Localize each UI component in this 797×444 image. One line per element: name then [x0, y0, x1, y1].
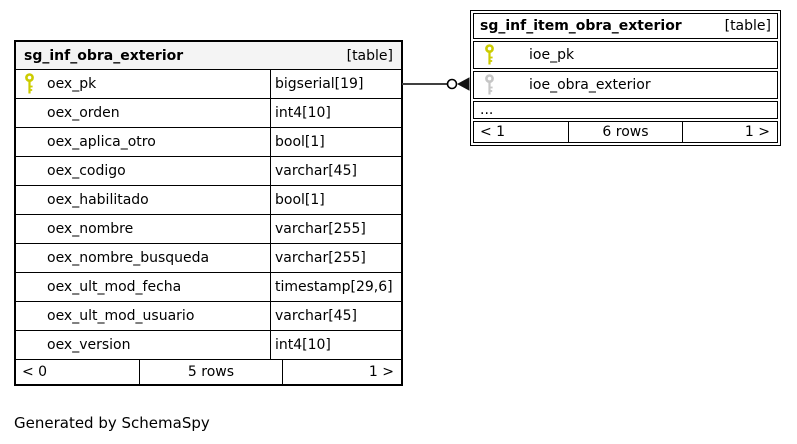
- icon-spacer: [25, 218, 34, 240]
- column-name: oex_codigo: [47, 163, 126, 179]
- table-header[interactable]: sg_inf_item_obra_exterior [table]: [473, 13, 778, 39]
- table-row: ioe_pk: [473, 41, 778, 69]
- footer-parents-count: < 1: [480, 124, 506, 140]
- column-name-cell: oex_habilitado: [16, 186, 271, 214]
- icon-spacer: [25, 189, 34, 211]
- column-name-cell: oex_orden: [16, 99, 271, 127]
- column-name: oex_nombre: [47, 221, 134, 237]
- column-type: varchar[45]: [275, 308, 357, 324]
- footer-rows-count: 5 rows: [139, 360, 283, 384]
- column-type: varchar[45]: [275, 163, 357, 179]
- primary-key-icon: [25, 73, 34, 94]
- column-name: ioe_pk: [529, 47, 575, 63]
- footer-parents-count: < 0: [22, 364, 48, 380]
- column-name: oex_aplica_otro: [47, 134, 156, 150]
- table-node-sg-inf-obra-exterior[interactable]: sg_inf_obra_exterior [table] oex_pk bigs…: [14, 40, 403, 386]
- column-name: oex_version: [47, 337, 131, 353]
- table-type-badge: [table]: [346, 47, 393, 64]
- column-name: oex_ult_mod_usuario: [47, 308, 195, 324]
- table-row: oex_orden int4[10]: [16, 99, 401, 128]
- icon-spacer: [25, 247, 34, 269]
- table-row: oex_nombre_busqueda varchar[255]: [16, 244, 401, 273]
- column-name: oex_ult_mod_fecha: [47, 279, 182, 295]
- table-footer: < 0 5 rows 1 >: [16, 360, 401, 384]
- column-type: bool[1]: [275, 134, 325, 150]
- table-footer: < 1 6 rows 1 >: [473, 121, 778, 143]
- table-row: oex_aplica_otro bool[1]: [16, 128, 401, 157]
- table-type-badge: [table]: [724, 18, 771, 34]
- column-name: oex_nombre_busqueda: [47, 250, 210, 266]
- column-type: timestamp[29,6]: [275, 279, 393, 295]
- icon-spacer: [25, 305, 34, 327]
- table-row: oex_ult_mod_usuario varchar[45]: [16, 302, 401, 331]
- table-row: oex_version int4[10]: [16, 331, 401, 360]
- column-name-cell: oex_ult_mod_usuario: [16, 302, 271, 330]
- table-node-sg-inf-item-obra-exterior[interactable]: sg_inf_item_obra_exterior [table] ioe_pk…: [470, 10, 781, 146]
- table-row: oex_nombre varchar[255]: [16, 215, 401, 244]
- foreign-key-icon: [485, 74, 494, 95]
- primary-key-icon: [485, 44, 494, 65]
- hidden-columns-ellipsis: ...: [473, 101, 778, 119]
- column-name: oex_habilitado: [47, 192, 149, 208]
- table-row: oex_habilitado bool[1]: [16, 186, 401, 215]
- column-name-cell: oex_nombre: [16, 215, 271, 243]
- icon-spacer: [25, 276, 34, 298]
- column-type: varchar[255]: [275, 250, 366, 266]
- footer-children-count: 1 >: [368, 364, 394, 380]
- column-type: varchar[255]: [275, 221, 366, 237]
- icon-spacer: [25, 334, 34, 356]
- footer-rows-count: 6 rows: [567, 122, 684, 142]
- column-name-cell: oex_ult_mod_fecha: [16, 273, 271, 301]
- table-header[interactable]: sg_inf_obra_exterior [table]: [16, 42, 401, 70]
- table-title[interactable]: sg_inf_item_obra_exterior: [480, 18, 682, 34]
- crows-foot-many-marker: [457, 77, 470, 91]
- icon-spacer: [25, 160, 34, 182]
- column-name: oex_orden: [47, 105, 120, 121]
- column-name: ioe_obra_exterior: [529, 77, 651, 93]
- table-row: oex_pk bigserial[19]: [16, 70, 401, 99]
- column-name-cell: oex_pk: [16, 70, 271, 98]
- icon-spacer: [25, 102, 34, 124]
- column-name-cell: oex_aplica_otro: [16, 128, 271, 156]
- table-row: oex_codigo varchar[45]: [16, 157, 401, 186]
- column-type: bigserial[19]: [275, 76, 364, 92]
- column-name: oex_pk: [47, 76, 97, 92]
- column-type: bool[1]: [275, 192, 325, 208]
- column-name-cell: oex_nombre_busqueda: [16, 244, 271, 272]
- table-title[interactable]: sg_inf_obra_exterior: [24, 47, 184, 64]
- footer-children-count: 1 >: [744, 124, 770, 140]
- column-type: int4[10]: [275, 105, 331, 121]
- icon-spacer: [25, 131, 34, 153]
- generator-note: Generated by SchemaSpy: [14, 414, 210, 432]
- column-name-cell: oex_version: [16, 331, 271, 359]
- table-row: ioe_obra_exterior: [473, 71, 778, 99]
- column-type: int4[10]: [275, 337, 331, 353]
- zero-or-one-circle: [446, 78, 458, 90]
- column-name-cell: oex_codigo: [16, 157, 271, 185]
- table-row: oex_ult_mod_fecha timestamp[29,6]: [16, 273, 401, 302]
